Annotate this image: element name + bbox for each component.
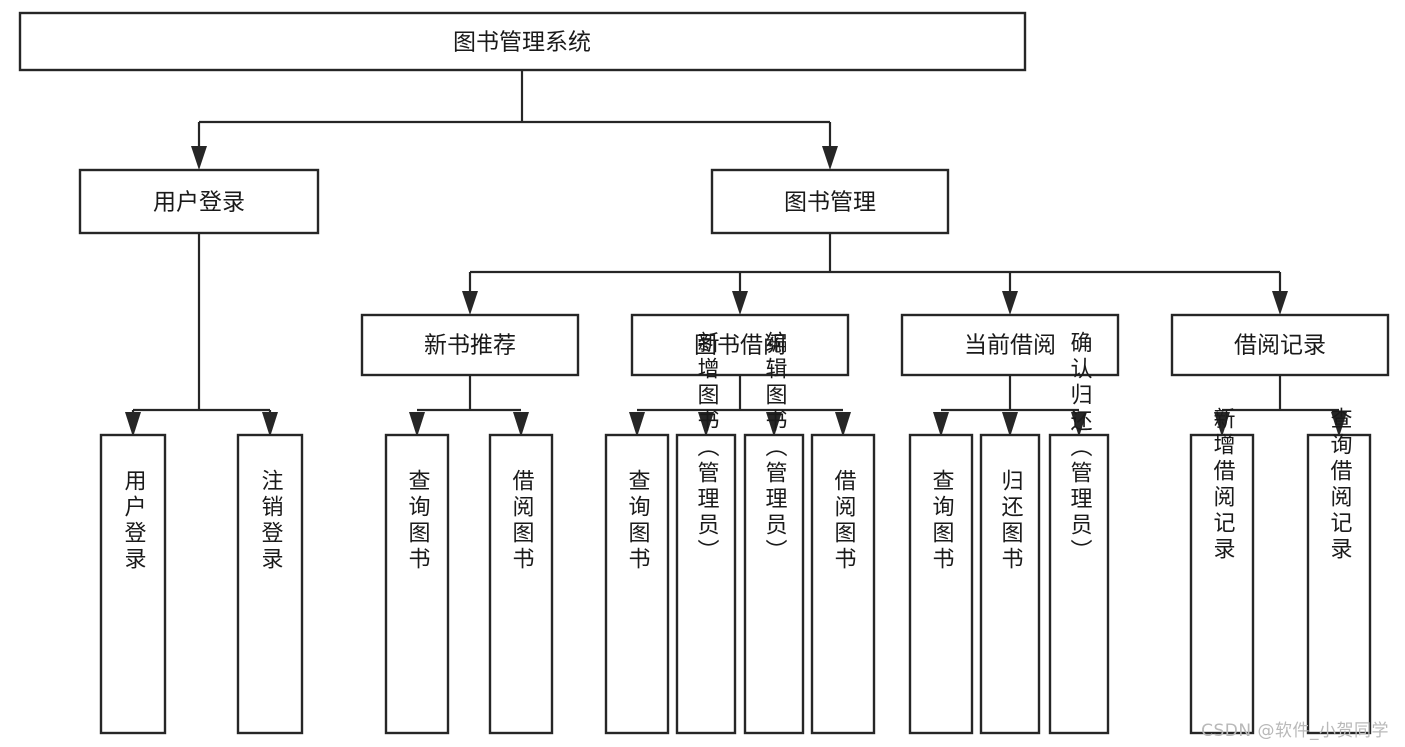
- arrow-user-login: [191, 146, 207, 170]
- node-leaf-user-logout[interactable]: 注销登录: [236, 433, 304, 735]
- node-book-management-label: 图书管理: [784, 190, 876, 216]
- node-leaf-query-book-2-box[interactable]: [604, 433, 670, 735]
- arrow-leaf-query-book-1: [409, 412, 425, 437]
- node-user-login[interactable]: 用户登录: [78, 168, 320, 235]
- arrow-leaf-query-book-3: [933, 412, 949, 437]
- node-leaf-borrow-book-2-box[interactable]: [810, 433, 876, 735]
- arrow-leaf-borrow-book-2: [835, 412, 851, 437]
- node-leaf-user-logout-label: 注销登录: [258, 469, 284, 573]
- node-root[interactable]: 图书管理系统: [18, 11, 1027, 72]
- node-book-management[interactable]: 图书管理: [710, 168, 950, 235]
- arrow-leaf-query-book-2: [629, 412, 645, 437]
- arrow-leaf-edit-book: [766, 412, 782, 437]
- node-leaf-add-book-label: 新增图书（管理员）: [694, 331, 720, 565]
- node-book-borrow-label: 图书借阅: [694, 333, 786, 359]
- node-leaf-return-book[interactable]: 归还图书: [979, 433, 1041, 735]
- node-root-box[interactable]: [18, 11, 1027, 72]
- arrow-book-management: [822, 146, 838, 170]
- node-leaf-query-record-label: 查询借阅记录: [1327, 407, 1353, 563]
- node-new-book-recommend-box[interactable]: [360, 313, 580, 377]
- node-leaf-edit-book[interactable]: 编辑图书（管理员）: [743, 331, 805, 735]
- node-leaf-borrow-book-2-label: 借阅图书: [831, 469, 857, 573]
- node-borrow-record[interactable]: 借阅记录: [1170, 313, 1390, 377]
- node-leaf-query-book-2[interactable]: 查询图书: [604, 433, 670, 735]
- node-leaf-query-book-2-label: 查询图书: [625, 469, 651, 573]
- node-leaf-borrow-book-1-box[interactable]: [488, 433, 554, 735]
- arrow-leaf-user-logout: [262, 412, 278, 437]
- node-leaf-add-record-label: 新增借阅记录: [1210, 407, 1236, 563]
- arrow-leaf-confirm-return: [1071, 412, 1087, 437]
- node-leaf-query-book-1[interactable]: 查询图书: [384, 433, 450, 735]
- arrow-leaf-add-record: [1214, 412, 1230, 437]
- node-leaf-user-login[interactable]: 用户登录: [99, 433, 167, 735]
- node-leaf-borrow-book-2[interactable]: 借阅图书: [810, 433, 876, 735]
- node-leaf-confirm-return-label: 确认归还（管理员）: [1067, 331, 1093, 565]
- node-leaf-query-book-3-label: 查询图书: [929, 469, 955, 573]
- arrow-leaf-borrow-book-1: [513, 412, 529, 437]
- node-leaf-edit-book-label: 编辑图书（管理员）: [762, 331, 788, 565]
- node-current-borrow[interactable]: 当前借阅: [900, 313, 1120, 377]
- node-leaf-return-book-label: 归还图书: [998, 469, 1024, 573]
- node-leaf-add-book-box[interactable]: [675, 433, 737, 735]
- node-leaf-borrow-book-1-label: 借阅图书: [509, 469, 535, 573]
- node-leaf-user-login-label: 用户登录: [121, 469, 147, 573]
- connector-layer: [125, 70, 1347, 437]
- node-root-label: 图书管理系统: [453, 30, 591, 56]
- node-leaf-return-book-box[interactable]: [979, 433, 1041, 735]
- node-leaf-user-logout-box[interactable]: [236, 433, 304, 735]
- node-leaf-query-book-3-box[interactable]: [908, 433, 974, 735]
- node-leaf-add-record[interactable]: 新增借阅记录: [1189, 407, 1255, 735]
- node-leaf-query-book-1-label: 查询图书: [405, 469, 431, 573]
- node-user-login-label: 用户登录: [153, 190, 245, 216]
- node-new-book-recommend[interactable]: 新书推荐: [360, 313, 580, 377]
- node-borrow-record-label: 借阅记录: [1234, 333, 1326, 359]
- node-leaf-add-record-box[interactable]: [1189, 433, 1255, 735]
- node-leaf-confirm-return-box[interactable]: [1048, 433, 1110, 735]
- arrow-current-borrow: [1002, 291, 1018, 315]
- node-book-borrow-box[interactable]: [630, 313, 850, 377]
- node-leaf-edit-book-box[interactable]: [743, 433, 805, 735]
- node-leaf-query-book-3[interactable]: 查询图书: [908, 433, 974, 735]
- node-leaf-add-book[interactable]: 新增图书（管理员）: [675, 331, 737, 735]
- node-leaf-user-login-box[interactable]: [99, 433, 167, 735]
- node-user-login-box[interactable]: [78, 168, 320, 235]
- node-current-borrow-box[interactable]: [900, 313, 1120, 377]
- node-leaf-borrow-book-1[interactable]: 借阅图书: [488, 433, 554, 735]
- arrow-leaf-return-book: [1002, 412, 1018, 437]
- arrow-leaf-user-login: [125, 412, 141, 437]
- node-borrow-record-box[interactable]: [1170, 313, 1390, 377]
- arrow-leaf-add-book: [698, 412, 714, 437]
- arrow-leaf-query-record: [1331, 412, 1347, 437]
- node-leaf-query-record-box[interactable]: [1306, 433, 1372, 735]
- node-current-borrow-label: 当前借阅: [964, 333, 1056, 359]
- node-leaf-confirm-return[interactable]: 确认归还（管理员）: [1048, 331, 1110, 735]
- arrow-new-book: [462, 291, 478, 315]
- node-new-book-recommend-label: 新书推荐: [424, 333, 516, 359]
- node-book-management-box[interactable]: [710, 168, 950, 235]
- node-book-borrow[interactable]: 图书借阅: [630, 313, 850, 377]
- arrow-book-borrow: [732, 291, 748, 315]
- arrow-borrow-record: [1272, 291, 1288, 315]
- node-leaf-query-record[interactable]: 查询借阅记录: [1306, 407, 1372, 735]
- node-leaf-query-book-1-box[interactable]: [384, 433, 450, 735]
